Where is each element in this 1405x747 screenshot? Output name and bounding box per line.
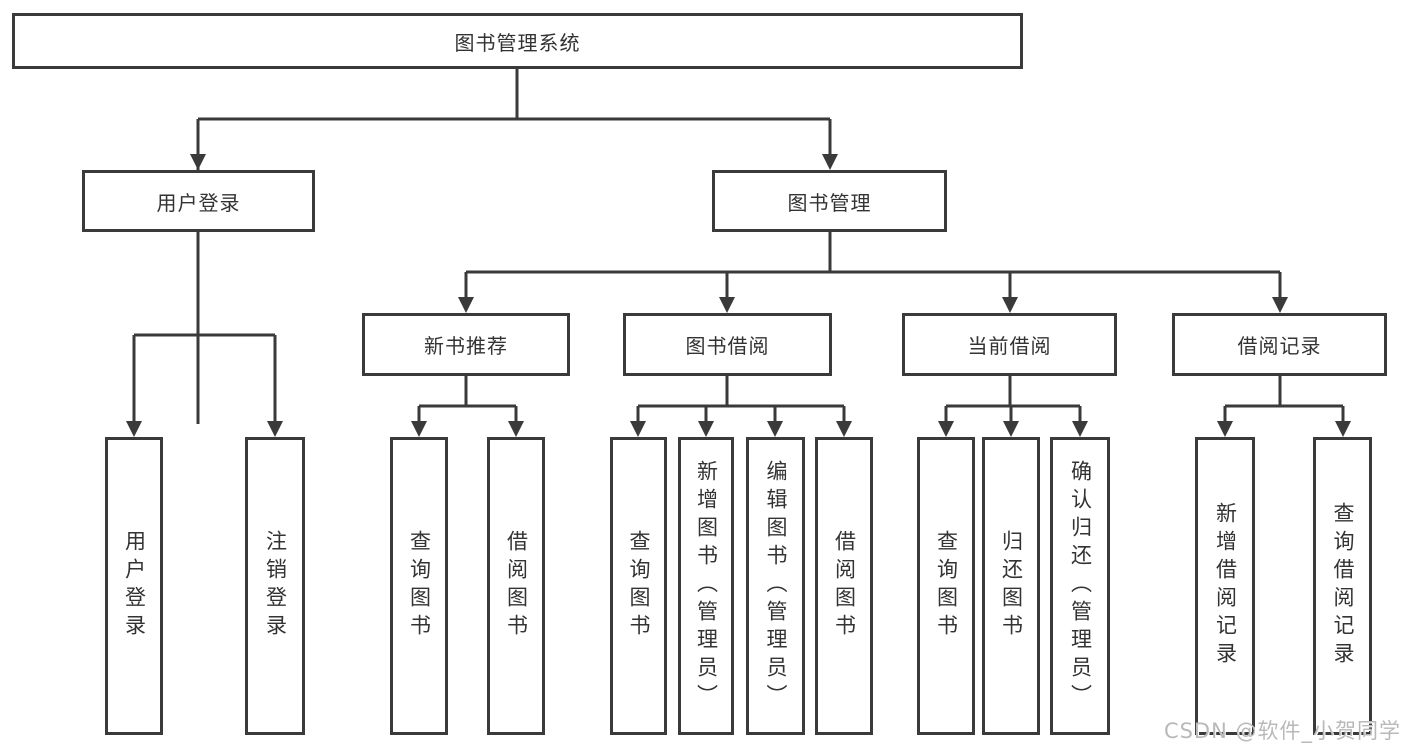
node-borrow-records-label: 借阅记录 bbox=[1237, 334, 1322, 358]
leaf-return-books-label: 归还图书 bbox=[999, 530, 1024, 642]
node-book-borrow: 图书借阅 bbox=[623, 313, 832, 376]
leaf-query-books-borrow: 查询图书 bbox=[610, 437, 667, 735]
leaf-return-books: 归还图书 bbox=[982, 437, 1040, 735]
leaf-query-books-recommend: 查询图书 bbox=[390, 437, 448, 735]
leaf-query-books-recommend-label: 查询图书 bbox=[407, 530, 432, 642]
leaf-add-borrow-record-label: 新增借阅记录 bbox=[1213, 502, 1238, 670]
leaf-user-login-label: 用户登录 bbox=[122, 530, 147, 642]
leaf-add-borrow-record: 新增借阅记录 bbox=[1195, 437, 1255, 735]
leaf-borrow-books-recommend: 借阅图书 bbox=[487, 437, 545, 735]
leaf-edit-book-admin-label: 编辑图书（管理员） bbox=[764, 460, 788, 712]
leaf-edit-book-admin: 编辑图书（管理员） bbox=[746, 437, 805, 735]
leaf-query-borrow-record: 查询借阅记录 bbox=[1313, 437, 1372, 735]
node-root: 图书管理系统 bbox=[12, 13, 1023, 69]
csdn-watermark: CSDN @软件_小贺同学 bbox=[1163, 719, 1401, 743]
node-book-management-label: 图书管理 bbox=[787, 190, 872, 215]
node-new-book-recommend-label: 新书推荐 bbox=[424, 334, 508, 358]
leaf-query-books-current: 查询图书 bbox=[917, 437, 975, 735]
leaf-borrow-books-recommend-label: 借阅图书 bbox=[504, 530, 529, 642]
node-current-borrow: 当前借阅 bbox=[902, 313, 1117, 376]
leaf-logout: 注销登录 bbox=[245, 437, 305, 735]
node-current-borrow-label: 当前借阅 bbox=[967, 334, 1052, 358]
leaf-confirm-return-admin-label: 确认归还（管理员） bbox=[1068, 460, 1093, 712]
node-user-login-label: 用户登录 bbox=[156, 190, 241, 215]
leaf-query-borrow-record-label: 查询借阅记录 bbox=[1331, 502, 1355, 670]
node-borrow-records: 借阅记录 bbox=[1172, 313, 1387, 376]
leaf-query-books-current-label: 查询图书 bbox=[934, 530, 959, 642]
leaf-borrow-books-label: 借阅图书 bbox=[832, 530, 857, 642]
node-book-borrow-label: 图书借阅 bbox=[685, 334, 770, 358]
node-book-management: 图书管理 bbox=[712, 170, 947, 232]
leaf-add-book-admin-label: 新增图书（管理员） bbox=[694, 460, 719, 712]
leaf-logout-label: 注销登录 bbox=[263, 530, 288, 642]
leaf-query-books-borrow-label: 查询图书 bbox=[627, 530, 651, 642]
node-new-book-recommend: 新书推荐 bbox=[362, 313, 570, 376]
leaf-user-login: 用户登录 bbox=[105, 437, 163, 735]
leaf-confirm-return-admin: 确认归还（管理员） bbox=[1050, 437, 1110, 735]
node-root-label: 图书管理系统 bbox=[454, 30, 581, 55]
leaf-borrow-books: 借阅图书 bbox=[815, 437, 873, 735]
node-user-login: 用户登录 bbox=[82, 170, 315, 232]
leaf-add-book-admin: 新增图书（管理员） bbox=[678, 437, 734, 735]
